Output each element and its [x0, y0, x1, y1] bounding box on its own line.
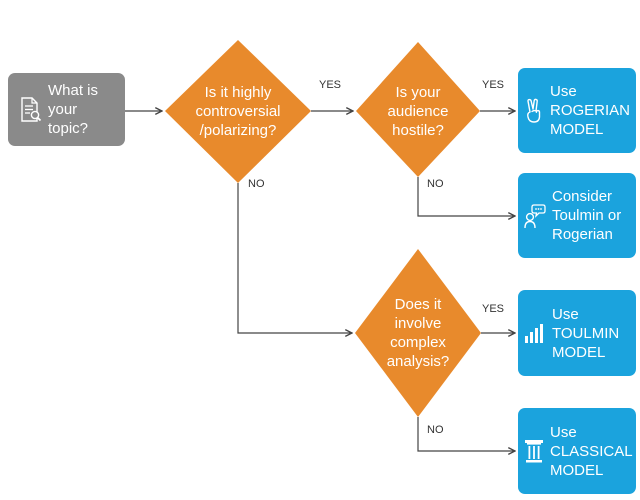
edge-label-d3-yes: YES: [482, 303, 505, 315]
decision-complex-label: Does it involve complex analysis?: [386, 296, 450, 370]
result-rogerian-label: Use ROGERIAN MODEL: [550, 83, 631, 138]
result-toulmin-box: Use TOULMIN MODEL: [518, 290, 636, 376]
result-consider-box: Consider Toulmin or Rogerian: [518, 173, 636, 258]
result-rogerian-box: Use ROGERIAN MODEL: [518, 68, 636, 153]
person-speech-icon: [524, 203, 546, 229]
decision-diamond-hostile: [356, 42, 480, 177]
edge-label-d1-yes: YES: [319, 79, 342, 91]
peace-hand-icon: [524, 98, 544, 124]
decision-diamond-controversial: [165, 40, 311, 183]
start-label: What is your topic?: [48, 82, 99, 137]
edge-label-d2-no: NO: [427, 178, 444, 190]
result-consider-label: Consider Toulmin or Rogerian: [552, 188, 622, 243]
bar-chart-icon: [524, 322, 546, 344]
edge-label-d2-yes: YES: [482, 79, 505, 91]
decision-hostile-label: Is your audience hostile?: [387, 84, 449, 139]
edge-label-d3-no: NO: [427, 424, 444, 436]
document-search-icon: [20, 96, 42, 123]
arrow-d1-no: [237, 183, 352, 333]
decision-diamond-complex: [355, 249, 481, 417]
result-classical-label: Use CLASSICAL MODEL: [550, 423, 633, 479]
start-box: What is your topic?: [8, 73, 125, 146]
decision-controversial-label: Is it highly controversial /polarizing?: [195, 84, 281, 139]
column-pillar-icon: [524, 438, 544, 464]
arrow-d3-no: [417, 417, 515, 451]
edge-label-d1-no: NO: [248, 178, 265, 190]
result-toulmin-label: Use TOULMIN MODEL: [552, 305, 620, 361]
result-classical-box: Use CLASSICAL MODEL: [518, 408, 636, 494]
arrow-d2-no: [417, 177, 515, 216]
